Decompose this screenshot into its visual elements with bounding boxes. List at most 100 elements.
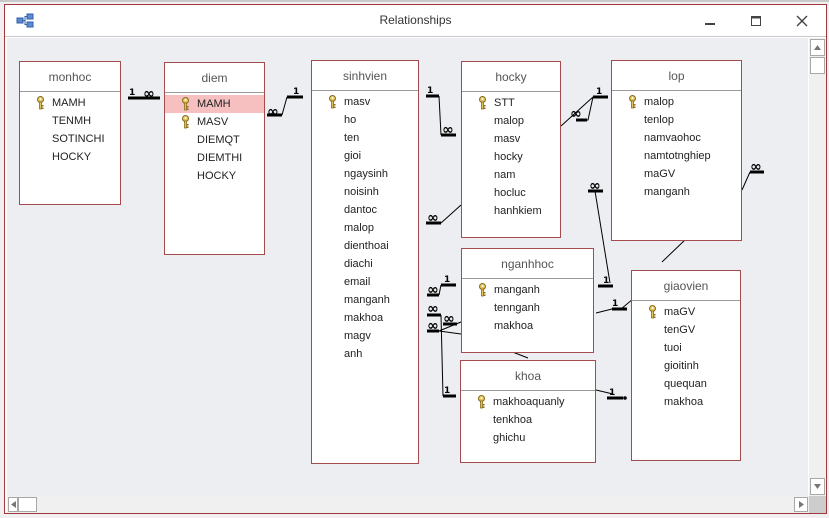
field-dantoc[interactable]: dantoc: [312, 201, 418, 219]
field-magv[interactable]: maGV: [612, 165, 741, 183]
field-mamh[interactable]: MAMH: [20, 94, 120, 112]
field-mamh[interactable]: MAMH: [165, 95, 264, 113]
field-stt[interactable]: STT: [462, 94, 560, 112]
table-header[interactable]: monhoc: [20, 62, 120, 92]
table-header[interactable]: lop: [612, 61, 741, 91]
scroll-down-button[interactable]: [810, 478, 825, 495]
table-header[interactable]: giaovien: [632, 271, 740, 301]
scroll-left-button[interactable]: [8, 497, 18, 512]
field-nam[interactable]: nam: [462, 166, 560, 184]
field-malop[interactable]: malop: [312, 219, 418, 237]
field-gioi[interactable]: gioi: [312, 147, 418, 165]
field-label: dantoc: [344, 204, 378, 216]
minimize-button[interactable]: [699, 11, 721, 31]
table-header[interactable]: diem: [165, 63, 264, 93]
field-hocky[interactable]: HOCKY: [165, 167, 264, 185]
vertical-scroll-thumb[interactable]: [810, 57, 825, 74]
rel-label-one: 1: [129, 88, 135, 98]
field-manganh[interactable]: manganh: [612, 183, 741, 201]
field-quequan[interactable]: quequan: [632, 375, 740, 393]
horizontal-scrollbar[interactable]: [7, 496, 809, 513]
table-header[interactable]: nganhhoc: [462, 249, 593, 279]
field-hocky[interactable]: hocky: [462, 148, 560, 166]
primary-key-icon: [37, 96, 44, 110]
rel-label-many: ∞: [427, 318, 439, 334]
scroll-right-button[interactable]: [794, 497, 808, 512]
field-makhoa[interactable]: makhoa: [462, 317, 593, 335]
close-button[interactable]: [791, 11, 813, 31]
field-ho[interactable]: ho: [312, 111, 418, 129]
field-diemthi[interactable]: DIEMTHI: [165, 149, 264, 167]
field-masv[interactable]: MASV: [165, 113, 264, 131]
field-makhoa[interactable]: makhoa: [632, 393, 740, 411]
field-label: makhoa: [494, 320, 534, 332]
field-masv[interactable]: masv: [312, 93, 418, 111]
primary-key-icon: [478, 395, 485, 409]
field-tengv[interactable]: tenGV: [632, 321, 740, 339]
field-dienthoai[interactable]: dienthoai: [312, 237, 418, 255]
field-tuoi[interactable]: tuoi: [632, 339, 740, 357]
primary-key-icon: [649, 305, 656, 319]
scroll-up-button[interactable]: [810, 39, 825, 56]
table-header[interactable]: hocky: [462, 62, 560, 92]
table-header[interactable]: sinhvien: [312, 61, 418, 91]
top-divider: [0, 0, 829, 2]
field-tenlop[interactable]: tenlop: [612, 111, 741, 129]
horizontal-scroll-thumb[interactable]: [18, 497, 37, 512]
field-gioitinh[interactable]: gioitinh: [632, 357, 740, 375]
relationship-canvas[interactable]: 1 ∞ ∞ 1 1 ∞ ∞ ∞ 1 ∞ ∞ 1 1 ∞ 1 ∞ ∞ ∞ 1 1: [7, 38, 808, 496]
field-namtotnghiep[interactable]: namtotnghiep: [612, 147, 741, 165]
field-masv[interactable]: masv: [462, 130, 560, 148]
vertical-scrollbar[interactable]: [809, 38, 826, 496]
relationship-sinhvien-hocky-2: [426, 204, 462, 225]
table-header[interactable]: khoa: [461, 361, 595, 391]
field-anh[interactable]: anh: [312, 345, 418, 363]
field-namvaohoc[interactable]: namvaohoc: [612, 129, 741, 147]
rel-label-many: ∞: [427, 210, 439, 226]
field-noisinh[interactable]: noisinh: [312, 183, 418, 201]
field-manganh[interactable]: manganh: [312, 291, 418, 309]
rel-label-one: 1: [603, 276, 609, 286]
field-email[interactable]: email: [312, 273, 418, 291]
field-makhoa[interactable]: makhoa: [312, 309, 418, 327]
field-diemqt[interactable]: DIEMQT: [165, 131, 264, 149]
field-ngaysinh[interactable]: ngaysinh: [312, 165, 418, 183]
relationships-window: Relationships: [4, 4, 827, 514]
field-label: HOCKY: [52, 151, 92, 163]
field-malop[interactable]: malop: [612, 93, 741, 111]
field-label: hanhkiem: [494, 205, 542, 217]
field-magv[interactable]: maGV: [632, 303, 740, 321]
field-hanhkiem[interactable]: hanhkiem: [462, 202, 560, 220]
field-tenmh[interactable]: TENMH: [20, 112, 120, 130]
field-hocky[interactable]: HOCKY: [20, 148, 120, 166]
field-ten[interactable]: ten: [312, 129, 418, 147]
field-magv[interactable]: magv: [312, 327, 418, 345]
field-ghichu[interactable]: ghichu: [461, 429, 595, 447]
field-diachi[interactable]: diachi: [312, 255, 418, 273]
field-hocluc[interactable]: hocluc: [462, 184, 560, 202]
field-tennganh[interactable]: tennganh: [462, 299, 593, 317]
field-label: anh: [344, 348, 363, 360]
field-malop[interactable]: malop: [462, 112, 560, 130]
field-manganh[interactable]: manganh: [462, 281, 593, 299]
field-sotinchi[interactable]: SOTINCHI: [20, 130, 120, 148]
rel-label-one: 1: [612, 299, 618, 309]
field-label: magv: [344, 330, 371, 342]
field-label: DIEMQT: [197, 134, 240, 146]
field-label: gioitinh: [664, 360, 699, 372]
field-tenkhoa[interactable]: tenkhoa: [461, 411, 595, 429]
field-makhoaquanly[interactable]: makhoaquanly: [461, 393, 595, 411]
relationship-hocky-lop: [560, 95, 608, 127]
rel-label-many: ∞: [427, 301, 439, 317]
rel-label-many: ∞: [750, 159, 762, 175]
title-bar[interactable]: Relationships: [5, 5, 826, 37]
maximize-button[interactable]: [745, 11, 767, 31]
